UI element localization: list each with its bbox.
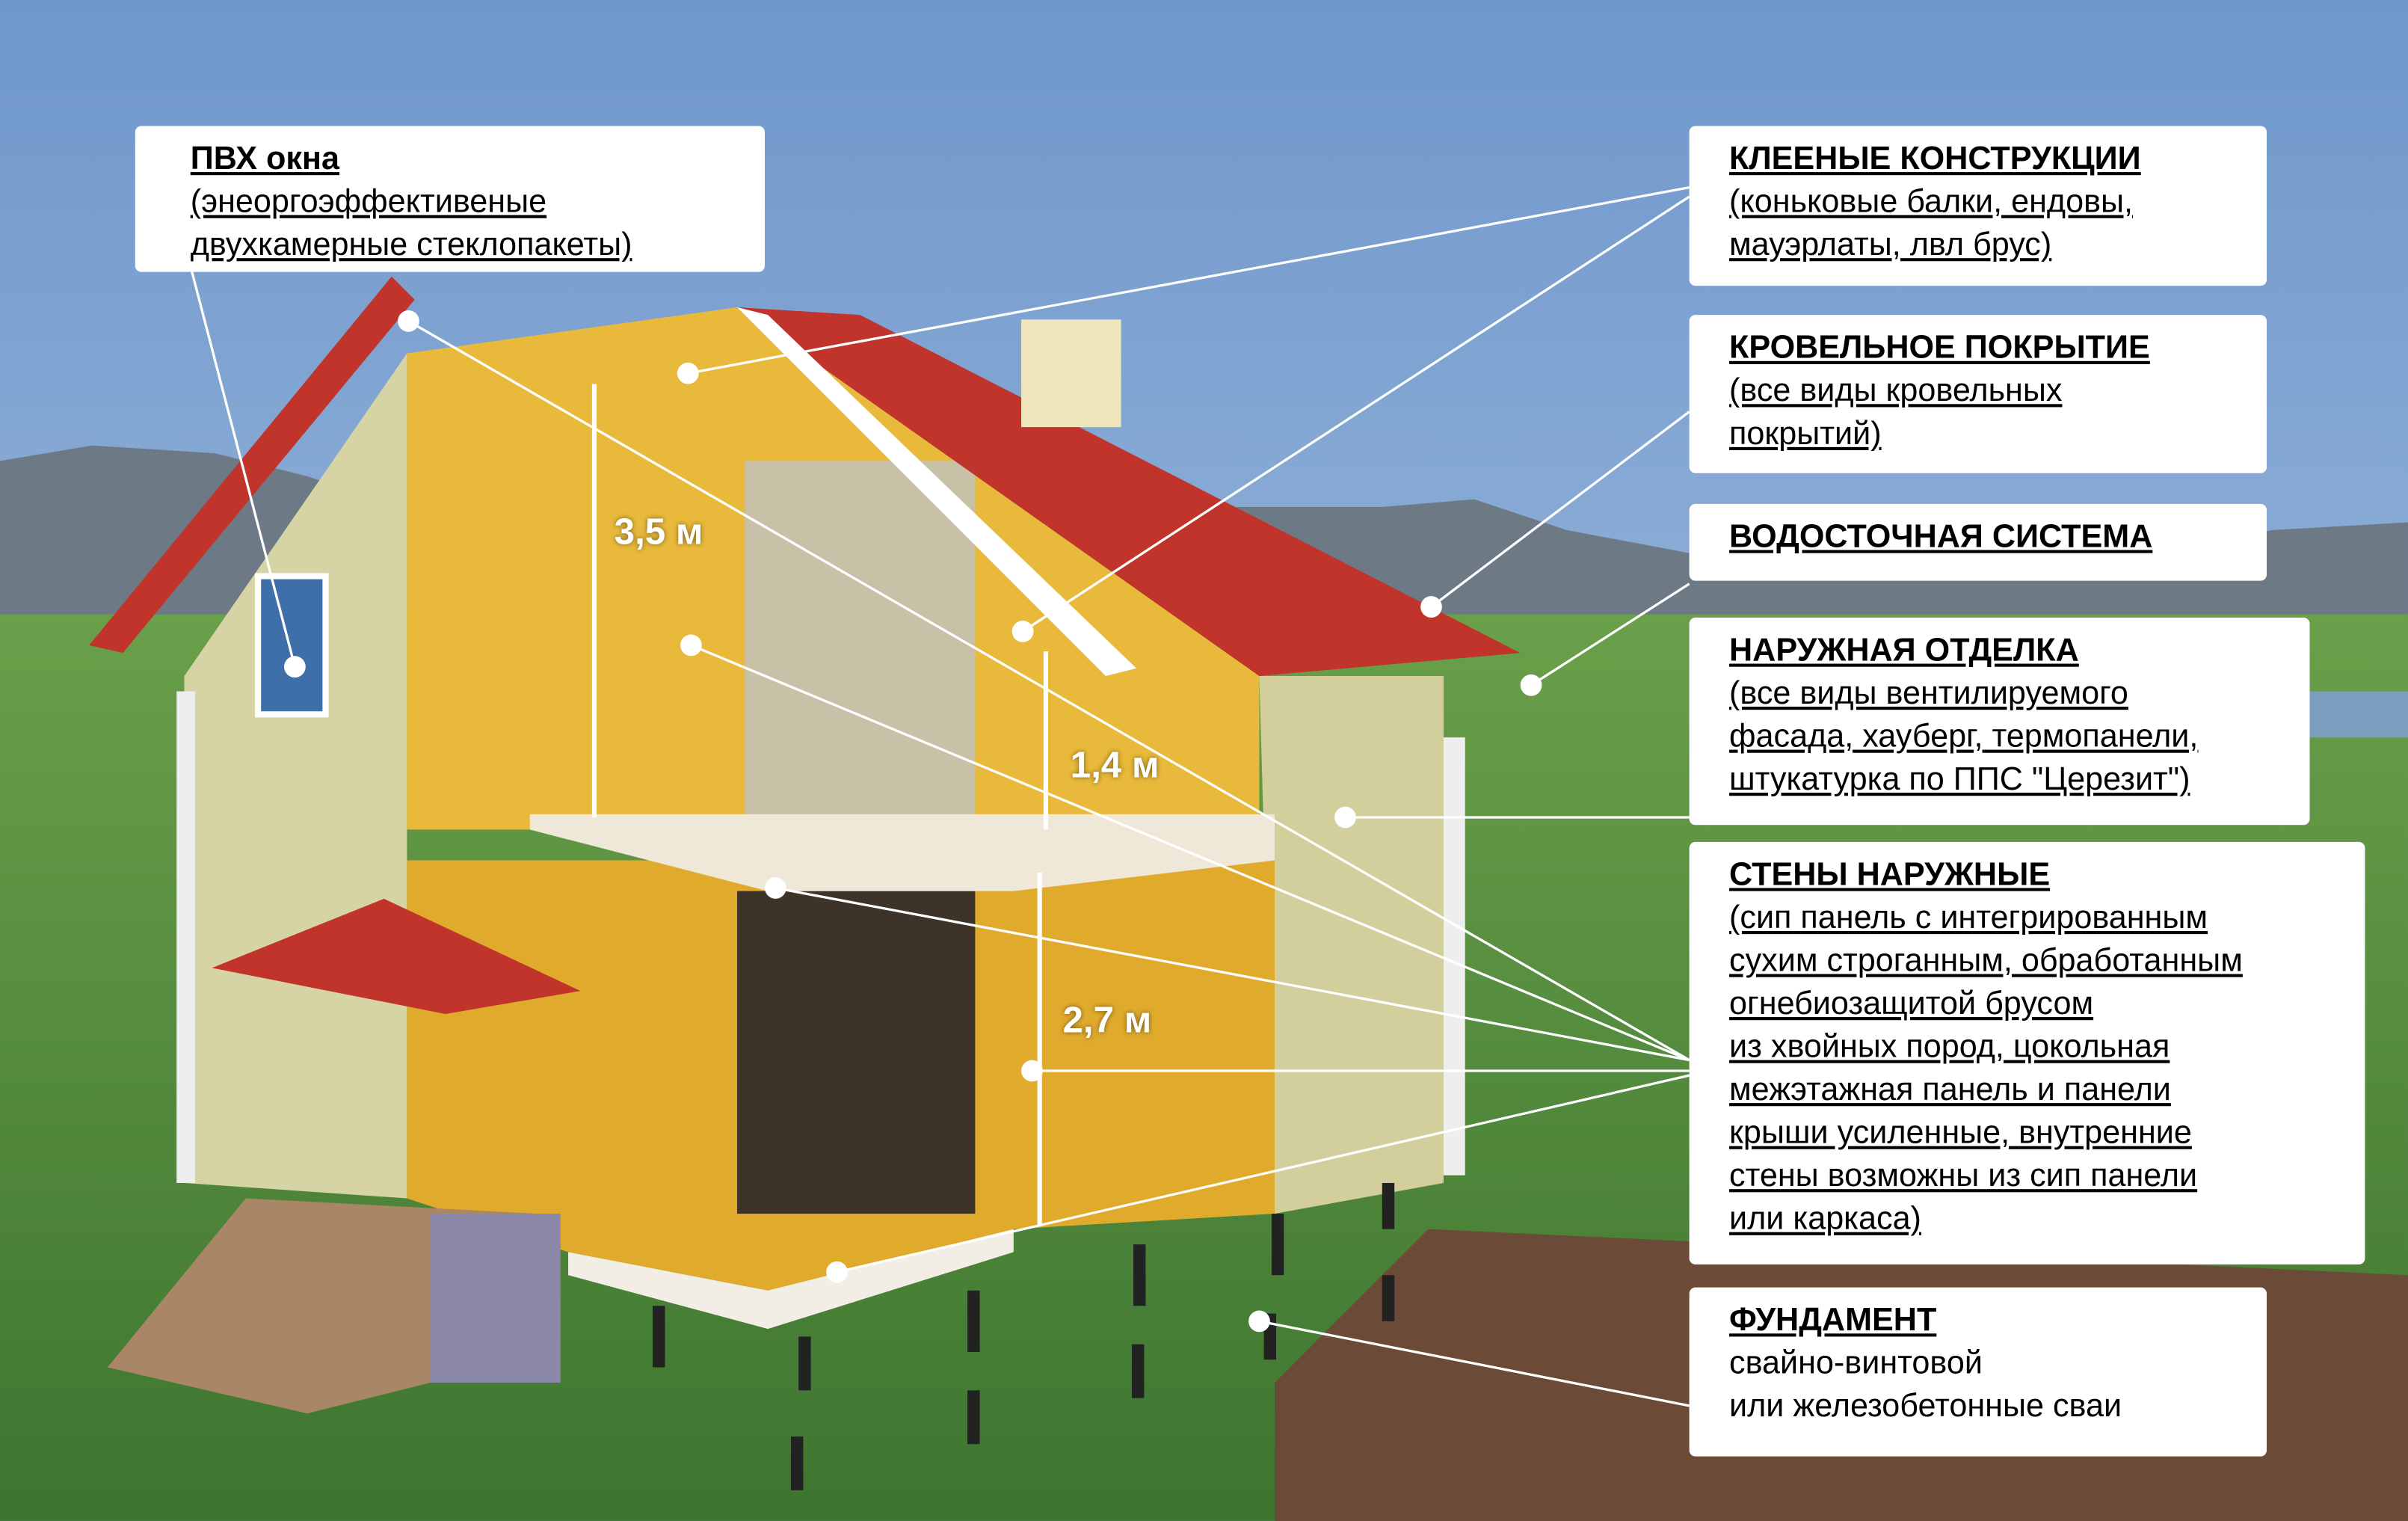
chimney (1021, 319, 1121, 428)
label-line: фасада, хауберг, термопанели, (1729, 719, 2199, 755)
roof-left (89, 276, 415, 654)
dimension-attic: 3,5 м (614, 511, 703, 553)
label-line: двухкамерные стеклопакеты) (190, 227, 632, 263)
label-line: сухим строганным, обработанным (1729, 943, 2243, 979)
label-line: или железобетонные сваи (1729, 1389, 2122, 1425)
label-line: (все виды кровельных (1729, 373, 2063, 409)
right-facade (1259, 675, 1444, 1214)
leader-dots (284, 310, 1542, 1333)
label-title: КЛЕЕНЫЕ КОНСТРУКЦИИ (1729, 141, 2141, 177)
piles (653, 1182, 1395, 1490)
label-line: покрытий) (1729, 416, 1882, 452)
label-line: (коньковые балки, ендовы, (1729, 184, 2133, 220)
label-line: из хвойных пород, цокольная (1729, 1029, 2170, 1065)
downpipe-left (176, 691, 195, 1183)
label-glued-structures: КЛЕЕНЫЕ КОНСТРУКЦИИ (коньковые балки, ен… (1689, 126, 2267, 286)
window (254, 573, 329, 718)
label-line: (сип панель с интегрированным (1729, 900, 2208, 936)
label-title: СТЕНЫ НАРУЖНЫЕ (1729, 857, 2051, 893)
label-exterior-finish: НАРУЖНАЯ ОТДЕЛКА (все виды вентилируемог… (1689, 617, 2310, 826)
label-line: межэтажная панель и панели (1729, 1072, 2171, 1108)
label-title: ФУНДАМЕНТ (1729, 1303, 1937, 1339)
label-line: штукатурка по ППС "Церезит") (1729, 762, 2190, 798)
porch-roof (212, 898, 581, 1014)
label-title: КРОВЕЛЬНОЕ ПОКРЫТИЕ (1729, 330, 2150, 366)
dimension-first-floor: 2,7 м (1062, 1000, 1152, 1042)
label-roofing: КРОВЕЛЬНОЕ ПОКРЫТИЕ (все виды кровельных… (1689, 315, 2267, 473)
dimension-knee-wall: 1,4 м (1070, 745, 1160, 787)
label-line: крыши усиленные, внутренние (1729, 1115, 2192, 1151)
roof (737, 307, 1521, 676)
label-title: ПВХ окна (190, 141, 340, 177)
label-windows: ПВХ окна (энеоргоэффективеные двухкамерн… (135, 126, 765, 272)
roof-edge (737, 307, 1137, 676)
dimension-lines (591, 384, 1048, 1225)
label-foundation: ФУНДАМЕНТ свайно-винтовой или железобето… (1689, 1287, 2267, 1457)
leader-lines (191, 186, 1690, 1407)
label-line: свайно-винтовой (1729, 1345, 1983, 1381)
interior (745, 461, 976, 830)
label-title: НАРУЖНАЯ ОТДЕЛКА (1729, 633, 2079, 669)
interior-lower (737, 891, 976, 1214)
label-drainage: ВОДОСТОЧНАЯ СИСТЕМА (1689, 503, 2267, 581)
downpipe (1443, 737, 1465, 1176)
base-slab (568, 1229, 1014, 1330)
label-line: стены возможны из сип панели (1729, 1158, 2198, 1194)
label-line: огнебиозащитой брусом (1729, 986, 2094, 1022)
label-line: или каркаса) (1729, 1201, 1921, 1237)
porch-base (430, 1214, 561, 1383)
label-line: (все виды вентилируемого (1729, 675, 2128, 712)
floor-slab (529, 814, 1275, 891)
label-line: (энеоргоэффективеные (190, 184, 547, 220)
label-exterior-walls: СТЕНЫ НАРУЖНЫЕ (сип панель с интегрирова… (1689, 841, 2365, 1265)
label-title: ВОДОСТОЧНАЯ СИСТЕМА (1729, 519, 2153, 555)
label-line: мауэрлаты, лвл брус) (1729, 227, 2052, 263)
